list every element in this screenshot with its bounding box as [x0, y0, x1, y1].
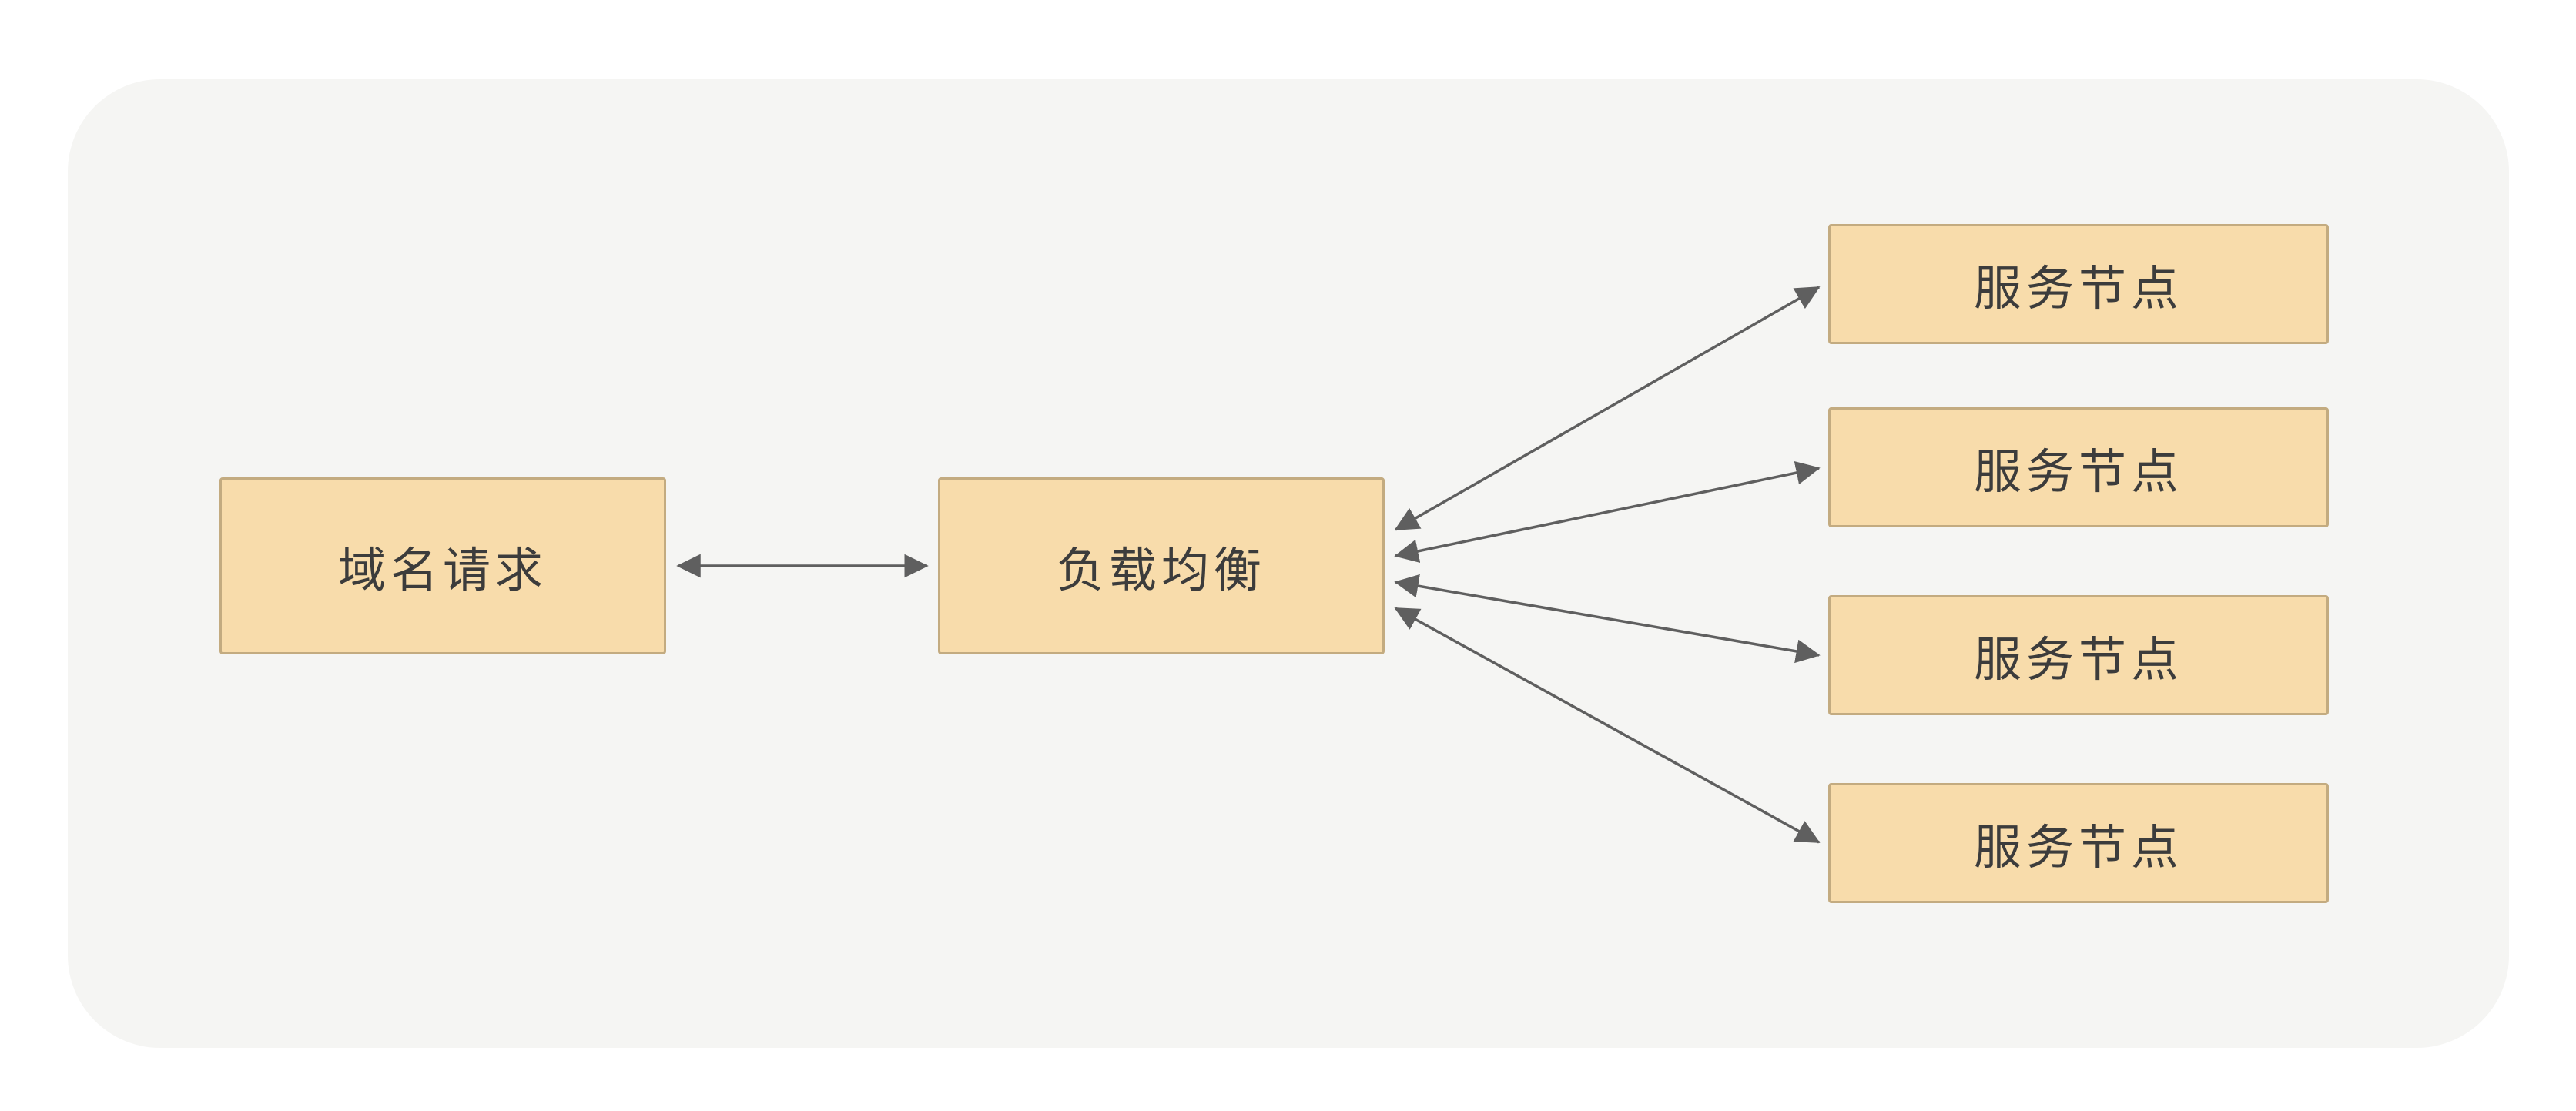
node-domain-request-label: 域名请求 — [337, 542, 548, 598]
node-service-4-label: 服务节点 — [1973, 819, 2183, 875]
node-load-balancer-label: 负载均衡 — [1056, 542, 1266, 598]
node-service-2-label: 服务节点 — [1973, 443, 2183, 500]
node-service-1-label: 服务节点 — [1973, 260, 2183, 316]
node-service-4: 服务节点 — [1828, 783, 2329, 903]
node-service-3-label: 服务节点 — [1973, 631, 2183, 688]
node-service-3: 服务节点 — [1828, 595, 2329, 715]
node-domain-request: 域名请求 — [219, 477, 666, 654]
node-service-1: 服务节点 — [1828, 224, 2329, 344]
node-load-balancer: 负载均衡 — [938, 477, 1385, 654]
node-service-2: 服务节点 — [1828, 407, 2329, 527]
